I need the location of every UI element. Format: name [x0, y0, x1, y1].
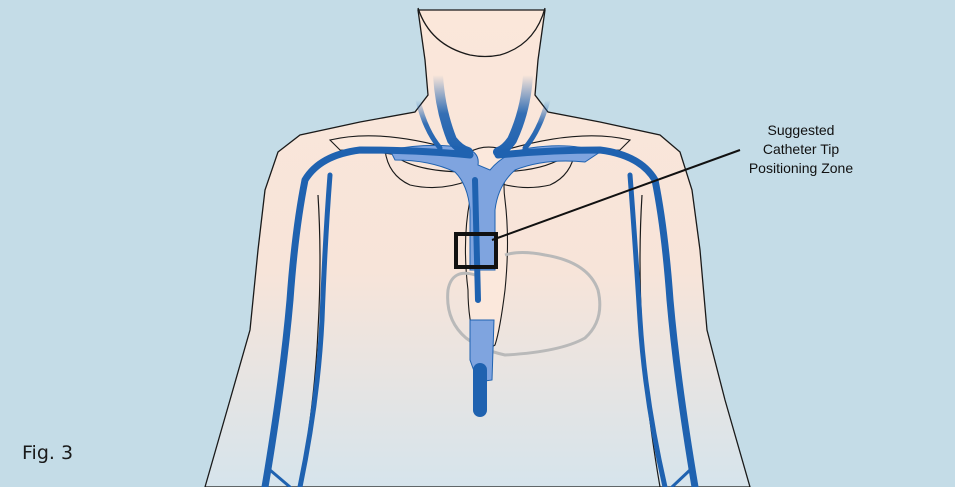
callout-line-2: Catheter Tip [716, 140, 886, 159]
callout-line-3: Positioning Zone [716, 159, 886, 178]
figure-label: Fig. 3 [22, 442, 73, 464]
callout-line-1: Suggested [716, 121, 886, 140]
callout-label: Suggested Catheter Tip Positioning Zone [716, 121, 886, 178]
